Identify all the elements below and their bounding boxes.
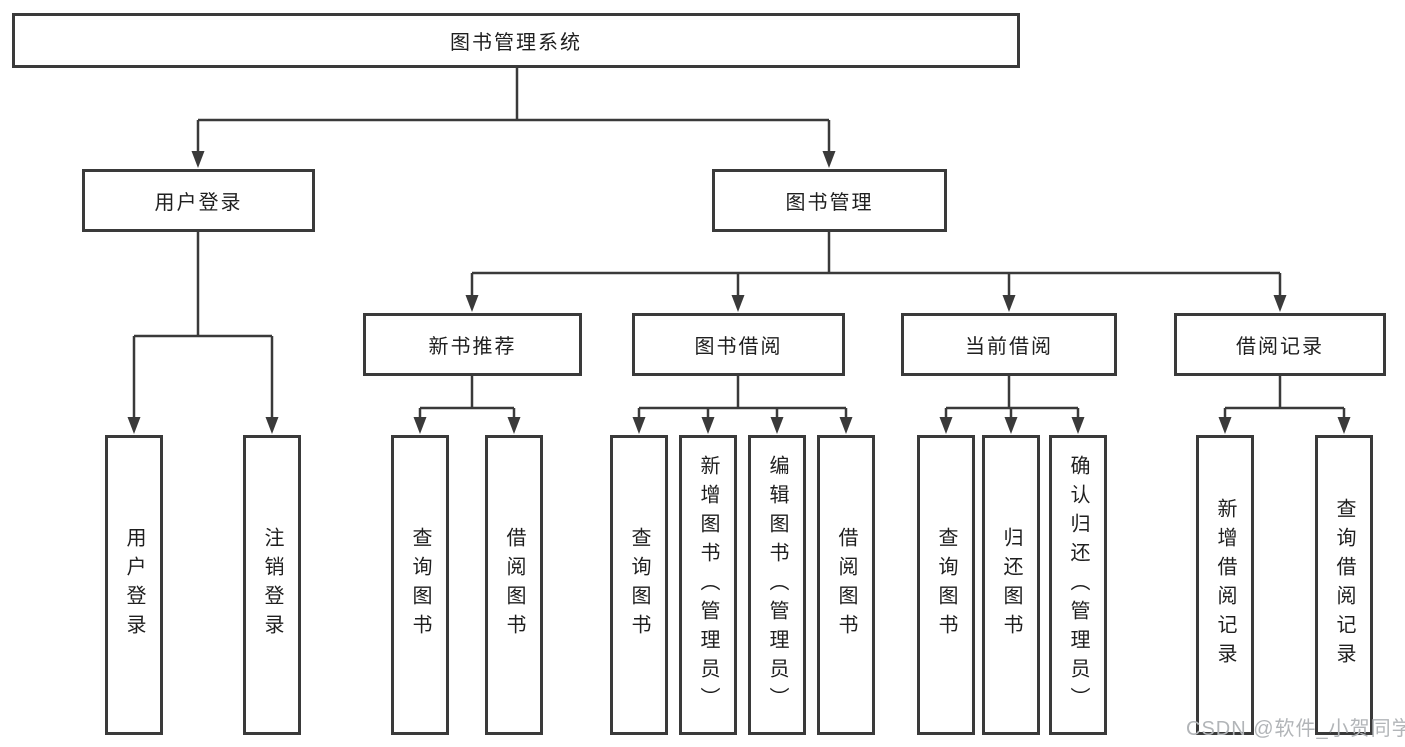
node-book-borrowing: 图书借阅 (632, 313, 845, 376)
arrow-head (939, 417, 953, 434)
arrow-head (1273, 295, 1287, 312)
leaf-borrow-books: 借阅图书 (817, 435, 875, 735)
leaf-return-books: 归还图书 (982, 435, 1040, 735)
leaf-edit-books-admin: 编辑图书（管理员） (748, 435, 806, 735)
connector-bookmgmt-children (470, 232, 1282, 296)
leaf-add-borrow-record: 新增借阅记录 (1196, 435, 1254, 735)
arrow-head (770, 417, 784, 434)
leaf-logout: 注销登录 (243, 435, 301, 735)
connector-records-children (1223, 376, 1346, 418)
arrow-head (731, 295, 745, 312)
leaf-query-books-current: 查询图书 (917, 435, 975, 735)
leaf-query-books-borrow: 查询图书 (610, 435, 668, 735)
arrow-head (127, 417, 141, 434)
connector-current-children (944, 376, 1080, 418)
leaf-confirm-return-admin: 确认归还（管理员） (1049, 435, 1107, 735)
arrow-head (839, 417, 853, 434)
arrow-head (1218, 417, 1232, 434)
leaf-user-login: 用户登录 (105, 435, 163, 735)
leaf-add-books-admin: 新增图书（管理员） (679, 435, 737, 735)
arrow-head (822, 151, 836, 168)
arrow-head (1004, 417, 1018, 434)
connector-root-to-level2 (196, 68, 831, 152)
arrow-head (191, 151, 205, 168)
node-book-management: 图书管理 (712, 169, 947, 232)
connector-userlogin-children (132, 232, 274, 418)
arrow-head (701, 417, 715, 434)
node-current-borrowing: 当前借阅 (901, 313, 1117, 376)
leaf-query-books-recommend: 查询图书 (391, 435, 449, 735)
leaf-borrow-books-recommend: 借阅图书 (485, 435, 543, 735)
arrow-head (265, 417, 279, 434)
arrow-head (507, 417, 521, 434)
arrow-head (1337, 417, 1351, 434)
connector-newbook-children (418, 376, 516, 418)
node-new-book-recommend: 新书推荐 (363, 313, 582, 376)
leaf-query-borrow-record: 查询借阅记录 (1315, 435, 1373, 735)
connector-borrow-children (637, 376, 848, 418)
arrow-head (413, 417, 427, 434)
node-root-system: 图书管理系统 (12, 13, 1020, 68)
arrow-head (465, 295, 479, 312)
arrow-head (632, 417, 646, 434)
arrow-head (1002, 295, 1016, 312)
node-borrowing-records: 借阅记录 (1174, 313, 1386, 376)
arrow-head (1071, 417, 1085, 434)
node-user-login: 用户登录 (82, 169, 315, 232)
watermark: CSDN @软件_小贺同学 (1186, 718, 1405, 740)
